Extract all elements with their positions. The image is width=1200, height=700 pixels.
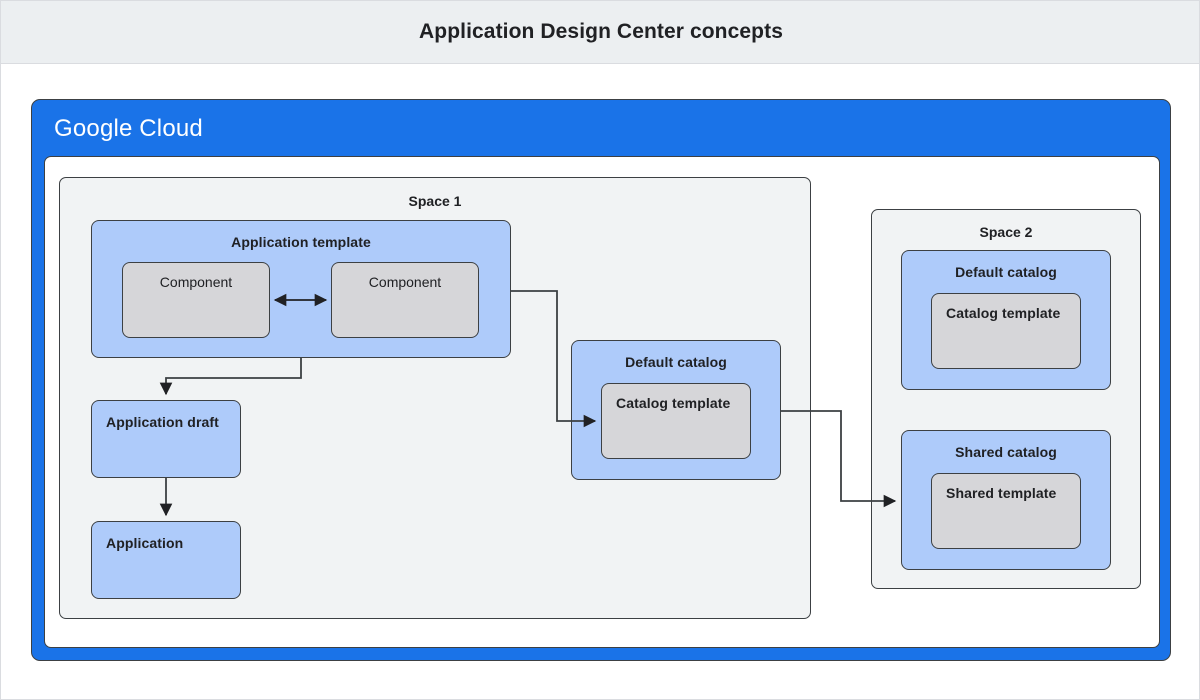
space-2-label: Space 2 [979, 224, 1033, 240]
component-box-2[interactable]: Component [331, 262, 479, 338]
google-cloud-logo: Google Cloud [54, 115, 203, 143]
default-catalog-title-space2: Default catalog [955, 264, 1057, 280]
google-cloud-logo-primary: Google [54, 115, 133, 142]
application-draft-label: Application draft [106, 414, 219, 430]
shared-template-box[interactable]: Shared template [931, 473, 1081, 549]
google-cloud-logo-secondary: Cloud [139, 115, 203, 142]
component-label-1: Component [159, 274, 233, 290]
title-bar: Application Design Center concepts [1, 1, 1199, 64]
application-draft-box[interactable]: Application draft [91, 400, 241, 478]
shared-template-label: Shared template [946, 485, 1057, 501]
component-box-1[interactable]: Component [122, 262, 270, 338]
catalog-template-label-space1: Catalog template [616, 395, 731, 411]
page-title: Application Design Center concepts [419, 20, 783, 43]
shared-catalog-title: Shared catalog [955, 444, 1057, 460]
space-1-label: Space 1 [408, 193, 462, 209]
catalog-template-label-space2: Catalog template [946, 305, 1061, 321]
catalog-template-box-space2[interactable]: Catalog template [931, 293, 1081, 369]
default-catalog-title-space1: Default catalog [625, 354, 727, 370]
application-box[interactable]: Application [91, 521, 241, 599]
application-template-title: Application template [231, 234, 371, 250]
component-label-2: Component [368, 274, 442, 290]
catalog-template-box-space1[interactable]: Catalog template [601, 383, 751, 459]
application-label: Application [106, 535, 184, 551]
